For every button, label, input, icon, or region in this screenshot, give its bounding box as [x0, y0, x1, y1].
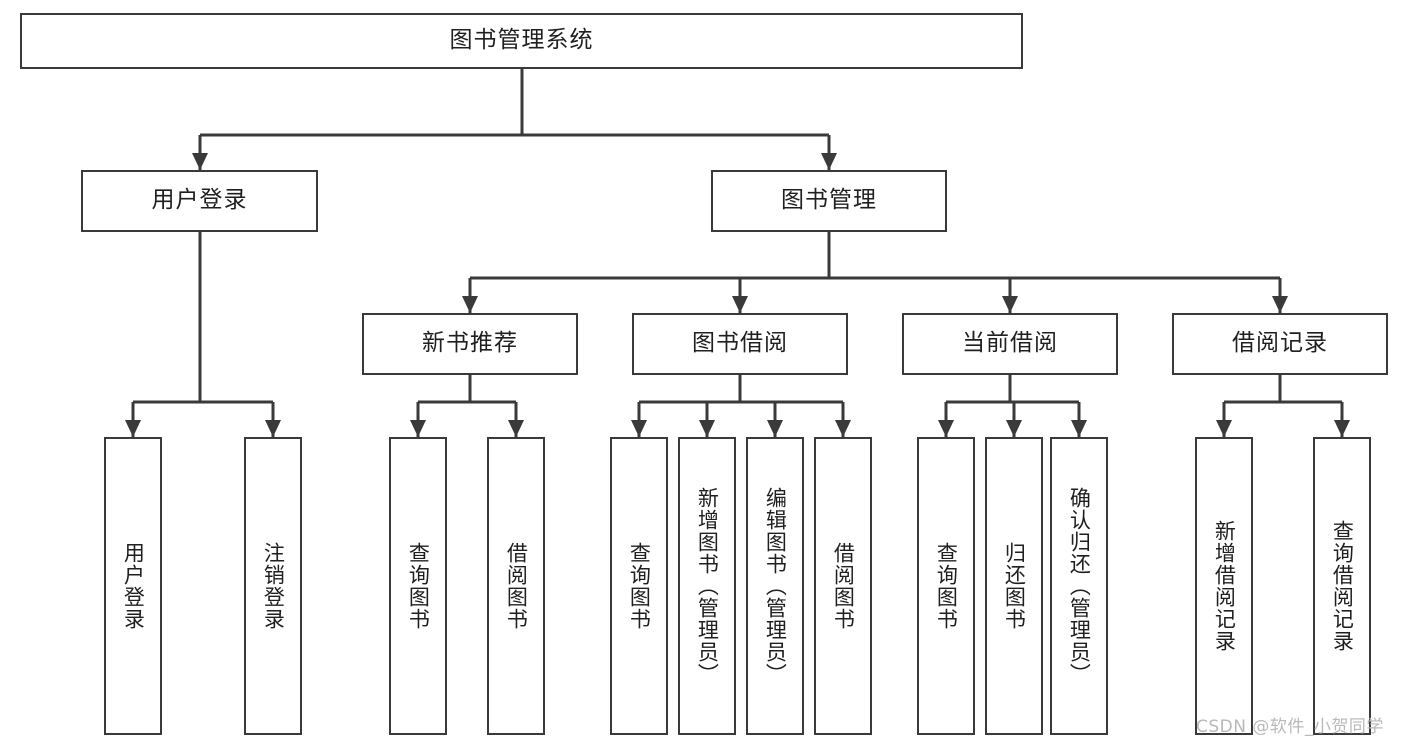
node-g3-query-book[interactable]: 查询图书 — [610, 437, 668, 735]
node-label-new-book-rec: 新书推荐 — [422, 330, 518, 357]
arrowhead-g4-confirm-return — [1071, 420, 1087, 437]
node-label-g2-borrow-book: 借阅图书 — [504, 542, 529, 630]
arrowhead-current-borrow — [1002, 296, 1018, 313]
node-g3-edit-book[interactable]: 编辑图书（管理员） — [746, 437, 804, 735]
node-user-login-leaf[interactable]: 用户登录 — [104, 437, 162, 735]
node-root[interactable]: 图书管理系统 — [20, 13, 1023, 69]
node-label-g3-borrow-book: 借阅图书 — [831, 542, 856, 630]
node-borrow-record[interactable]: 借阅记录 — [1172, 313, 1388, 375]
arrowhead-g5-add-record — [1216, 420, 1232, 437]
node-label-g2-query-book: 查询图书 — [406, 542, 431, 630]
node-g5-add-record[interactable]: 新增借阅记录 — [1195, 437, 1253, 735]
node-g4-return-book[interactable]: 归还图书 — [985, 437, 1043, 735]
node-g2-borrow-book[interactable]: 借阅图书 — [487, 437, 545, 735]
node-user-login[interactable]: 用户登录 — [81, 170, 318, 232]
node-book-borrow[interactable]: 图书借阅 — [632, 313, 848, 375]
arrowhead-g3-edit-book — [767, 420, 783, 437]
arrowhead-g2-borrow-book — [508, 420, 524, 437]
arrowhead-g5-query-record — [1334, 420, 1350, 437]
node-label-g4-confirm-return: 确认归还（管理员） — [1067, 487, 1092, 685]
node-label-g4-return-book: 归还图书 — [1002, 542, 1027, 630]
node-label-user-login: 用户登录 — [151, 187, 248, 214]
arrowhead-g4-query-book — [938, 420, 954, 437]
node-label-g3-query-book: 查询图书 — [627, 542, 652, 630]
node-label-g5-query-record: 查询借阅记录 — [1330, 520, 1355, 652]
arrowhead-g4-return-book — [1006, 420, 1022, 437]
arrowhead-new-book-rec — [462, 296, 478, 313]
node-g4-confirm-return[interactable]: 确认归还（管理员） — [1050, 437, 1108, 735]
node-current-borrow[interactable]: 当前借阅 — [902, 313, 1118, 375]
arrowhead-g3-add-book — [699, 420, 715, 437]
node-g3-add-book[interactable]: 新增图书（管理员） — [678, 437, 736, 735]
arrowhead-g2-query-book — [410, 420, 426, 437]
node-label-user-login-leaf: 用户登录 — [121, 542, 146, 630]
node-label-user-logout-leaf: 注销登录 — [261, 542, 286, 630]
node-label-book-borrow: 图书借阅 — [692, 330, 788, 357]
node-book-manage[interactable]: 图书管理 — [711, 170, 947, 232]
arrowhead-user-login-leaf — [125, 420, 141, 437]
arrowhead-book-manage — [821, 153, 837, 170]
arrowhead-g3-borrow-book — [835, 420, 851, 437]
node-g3-borrow-book[interactable]: 借阅图书 — [814, 437, 872, 735]
node-label-root: 图书管理系统 — [449, 27, 594, 54]
node-user-logout-leaf[interactable]: 注销登录 — [244, 437, 302, 735]
node-g2-query-book[interactable]: 查询图书 — [389, 437, 447, 735]
node-g5-query-record[interactable]: 查询借阅记录 — [1313, 437, 1371, 735]
node-label-g3-add-book: 新增图书（管理员） — [695, 487, 720, 685]
node-g4-query-book[interactable]: 查询图书 — [917, 437, 975, 735]
node-new-book-rec[interactable]: 新书推荐 — [362, 313, 578, 375]
arrowhead-borrow-record — [1272, 296, 1288, 313]
arrowhead-g3-query-book — [631, 420, 647, 437]
arrowhead-user-logout-leaf — [265, 420, 281, 437]
node-label-current-borrow: 当前借阅 — [962, 330, 1058, 357]
node-label-book-manage: 图书管理 — [781, 187, 877, 214]
arrowhead-user-login — [192, 153, 208, 170]
node-label-g5-add-record: 新增借阅记录 — [1212, 520, 1237, 652]
node-label-g3-edit-book: 编辑图书（管理员） — [763, 487, 788, 685]
arrowhead-book-borrow — [732, 296, 748, 313]
csdn-watermark: CSDN @软件_小贺同学 — [1196, 717, 1384, 737]
node-label-g4-query-book: 查询图书 — [934, 542, 959, 630]
node-label-borrow-record: 借阅记录 — [1232, 330, 1328, 357]
